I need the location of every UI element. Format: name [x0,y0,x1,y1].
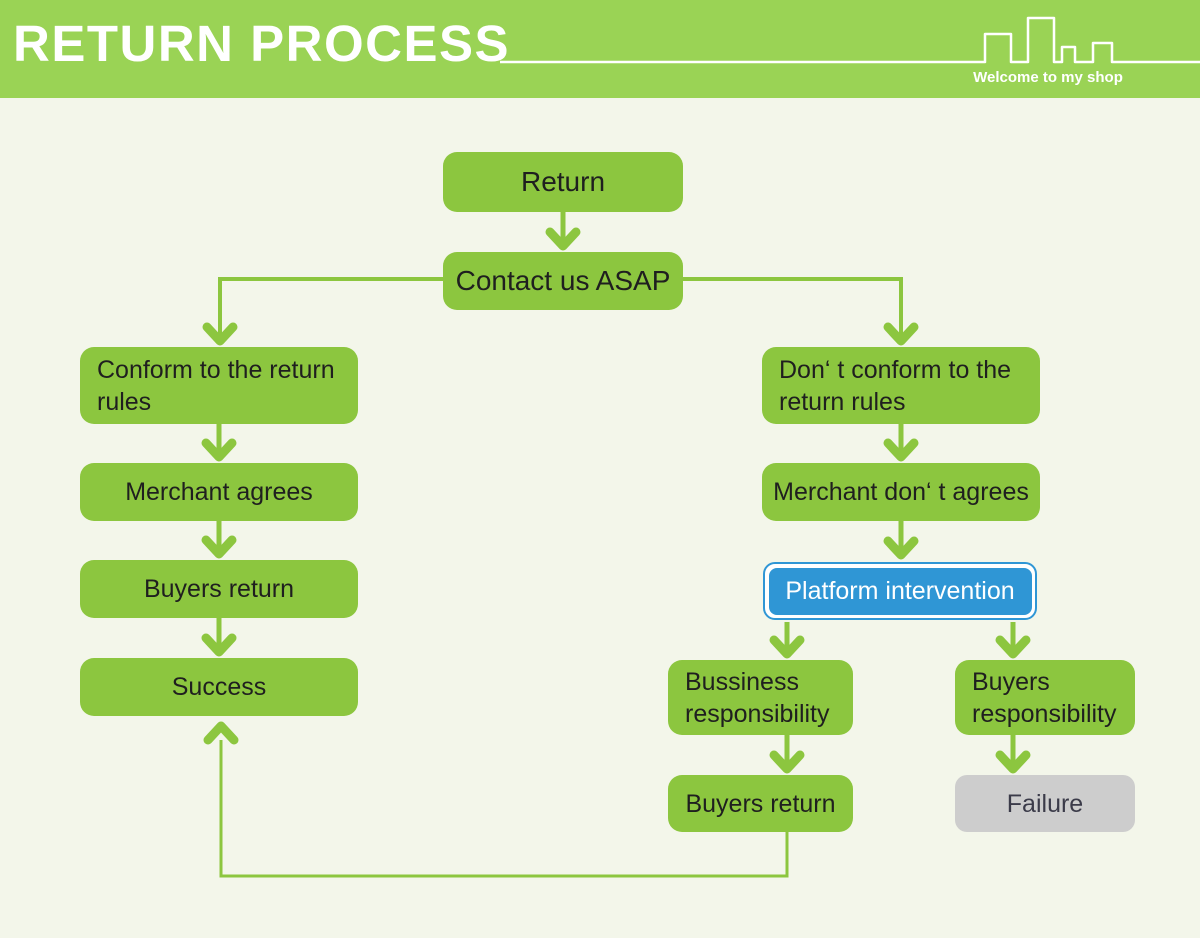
node-buyers-return-left: Buyers return [80,560,358,618]
node-buyers-responsibility: Buyers responsibility [955,660,1135,735]
node-failure-label: Failure [1006,789,1084,818]
node-failure: Failure [955,775,1135,832]
node-merchant-dont-agrees: Merchant don‘ t agrees [762,463,1040,521]
shop-tagline: Welcome to my shop [973,69,1123,86]
node-buyers-responsibility-label: Buyers responsibility [972,667,1117,728]
node-success: Success [80,658,358,716]
city-skyline-icon [500,16,1200,64]
node-bussiness-responsibility: Bussiness responsibility [668,660,853,735]
node-buyers-return-right-label: Buyers return [685,789,836,818]
node-success-label: Success [171,673,267,701]
node-return-label: Return [520,166,606,198]
node-buyers-return-right: Buyers return [668,775,853,832]
node-platform-intervention: Platform intervention [763,562,1037,620]
node-dont-conform-to-rules-label: Don‘ t conform to the return rules [779,355,1012,416]
node-contact-us-asap-label: Contact us ASAP [455,265,671,297]
node-conform-to-rules: Conform to the return rules [80,347,358,424]
node-buyers-return-left-label: Buyers return [143,575,295,603]
node-platform-intervention-inner: Platform intervention [768,567,1032,615]
node-return: Return [443,152,683,212]
node-contact-us-asap: Contact us ASAP [443,252,683,310]
node-merchant-agrees-label: Merchant agrees [125,478,313,506]
page-title: RETURN PROCESS [13,15,511,72]
node-conform-to-rules-label: Conform to the return rules [97,355,335,416]
header-banner: RETURN PROCESS Welcome to my shop [0,0,1200,98]
node-dont-conform-to-rules: Don‘ t conform to the return rules [762,347,1040,424]
node-platform-intervention-label: Platform intervention [785,576,1015,605]
node-merchant-dont-agrees-label: Merchant don‘ t agrees [773,478,1029,506]
node-bussiness-responsibility-label: Bussiness responsibility [685,667,830,728]
node-merchant-agrees: Merchant agrees [80,463,358,521]
